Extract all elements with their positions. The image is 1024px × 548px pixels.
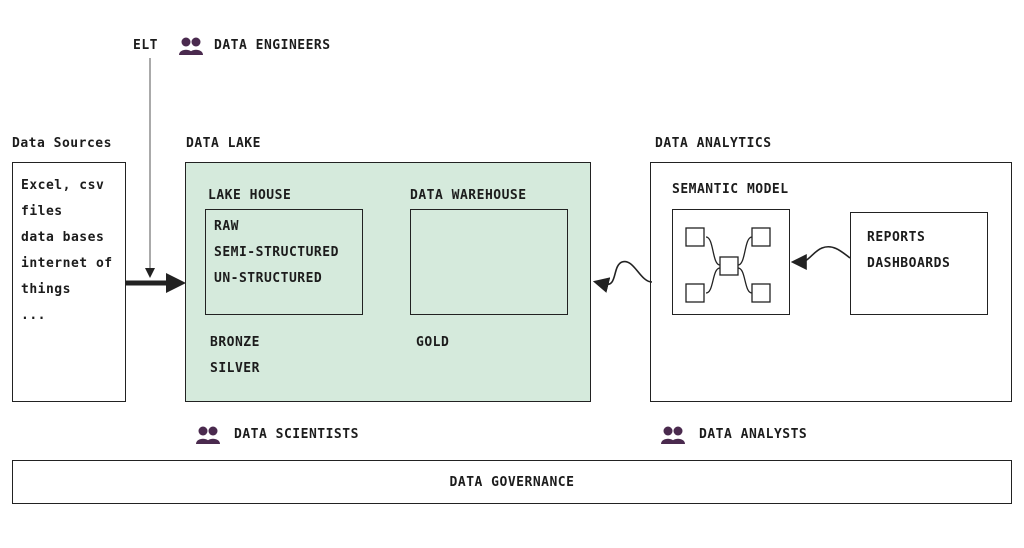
reports-to-semantic-wavy-arrow [790, 245, 851, 270]
reports-box: REPORTS DASHBOARDS [850, 212, 988, 315]
people-icon [179, 37, 203, 55]
data-lake-title: DATA LAKE [186, 136, 261, 151]
reports-list: REPORTS DASHBOARDS [867, 225, 950, 277]
source-item: files [21, 204, 63, 219]
people-icon [661, 426, 685, 444]
tier-silver: SILVER [210, 361, 260, 376]
source-item: internet of [21, 256, 113, 271]
source-item: Excel, csv [21, 178, 105, 193]
data-sources-box: Excel, csv files data bases internet of … [12, 162, 126, 402]
data-lake-box [185, 162, 591, 402]
lake-house-item: RAW [214, 219, 239, 234]
lake-house-item: UN-STRUCTURED [214, 271, 323, 286]
semantic-model-title: SEMANTIC MODEL [672, 182, 789, 197]
tier-gold: GOLD [416, 335, 450, 350]
sources-to-lake-arrowhead [166, 273, 186, 293]
reports-item: REPORTS [867, 230, 926, 245]
analytics-to-lake-wavy-arrow [592, 260, 653, 293]
data-analytics-title: DATA ANALYTICS [655, 136, 772, 151]
data-engineers-label: DATA ENGINEERS [214, 38, 331, 53]
data-scientists-label: DATA SCIENTISTS [234, 427, 359, 442]
data-governance-label: DATA GOVERNANCE [449, 474, 575, 490]
people-icon [196, 426, 220, 444]
semantic-star-schema-icon [685, 227, 771, 303]
source-item: things [21, 282, 71, 297]
semantic-model-box [672, 209, 790, 315]
lake-tiers-left: BRONZE SILVER [210, 330, 260, 382]
data-sources-title: Data Sources [12, 136, 112, 151]
data-analysts-label: DATA ANALYSTS [699, 427, 808, 442]
tier-bronze: BRONZE [210, 335, 260, 350]
data-warehouse-title: DATA WAREHOUSE [410, 188, 527, 203]
source-item: data bases [21, 230, 105, 245]
lake-house-box: RAW SEMI-STRUCTURED UN-STRUCTURED [205, 209, 363, 315]
data-warehouse-box [410, 209, 568, 315]
data-governance-box: DATA GOVERNANCE [12, 460, 1012, 504]
elt-label: ELT [133, 38, 158, 53]
source-item: ... [21, 308, 46, 323]
lake-house-title: LAKE HOUSE [208, 188, 292, 203]
lake-house-item: SEMI-STRUCTURED [214, 245, 339, 260]
dashboards-item: DASHBOARDS [867, 256, 951, 271]
lake-house-list: RAW SEMI-STRUCTURED UN-STRUCTURED [214, 214, 339, 292]
data-analytics-box [650, 162, 1012, 402]
data-sources-list: Excel, csv files data bases internet of … [21, 173, 113, 329]
